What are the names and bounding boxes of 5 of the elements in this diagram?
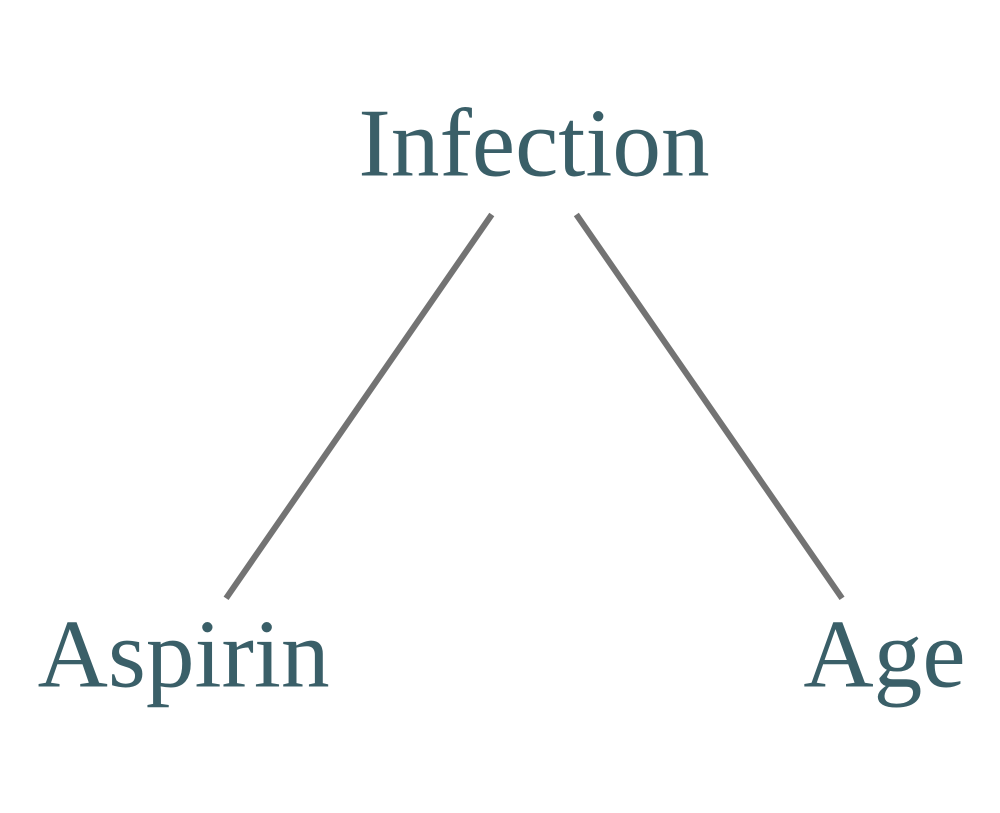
node-text: Infection (358, 89, 710, 198)
connector (574, 212, 845, 600)
node-text: Aspirin (38, 600, 330, 708)
node-text: Age (803, 600, 966, 708)
connector (224, 212, 494, 600)
